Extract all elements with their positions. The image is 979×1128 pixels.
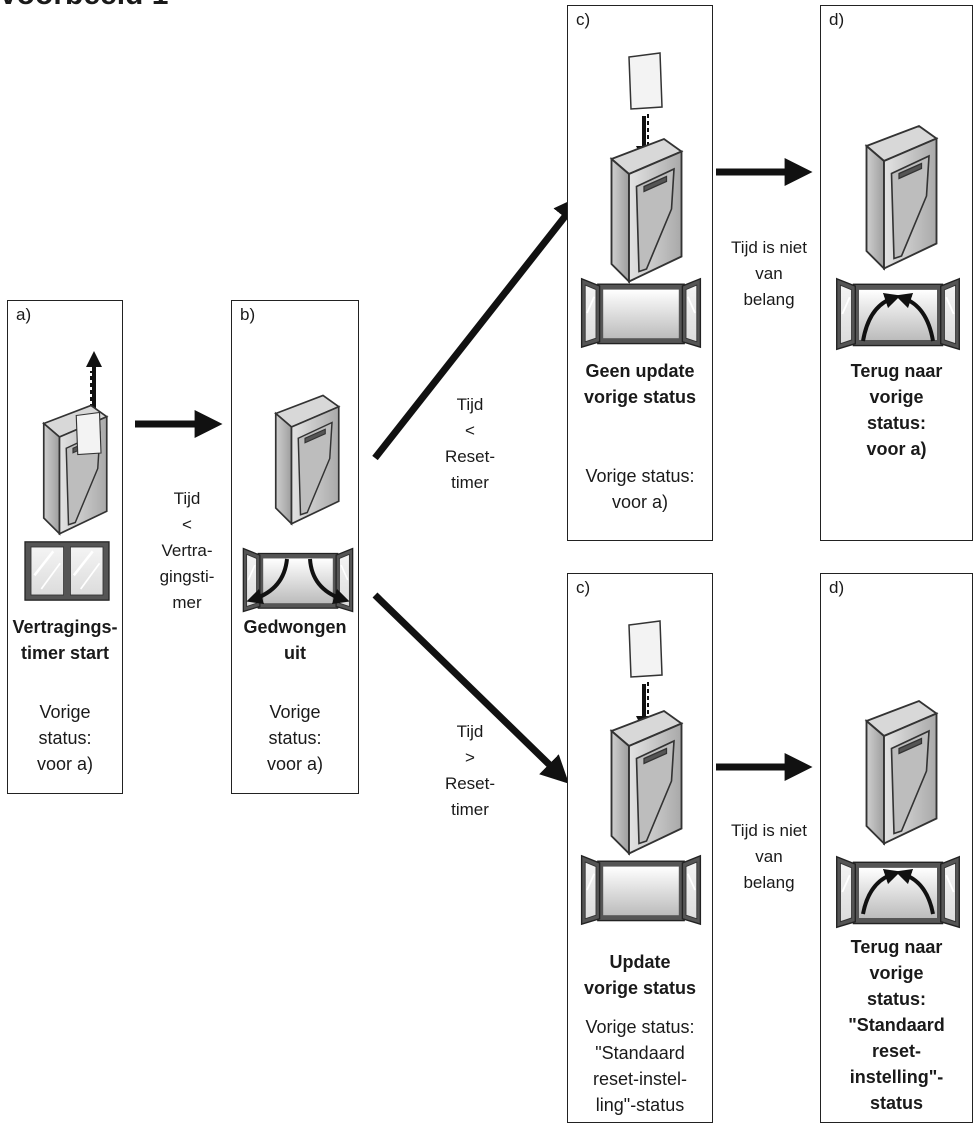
panel-b-illustration	[242, 394, 354, 613]
panel-b: b) Gedwongen uit Vorige status: voor a)	[231, 300, 359, 794]
key-card-icon	[75, 411, 102, 456]
key-card-switch-icon	[865, 700, 938, 845]
panel-b-title: Gedwongen uit	[243, 617, 347, 663]
panel-d2-label: d)	[829, 578, 845, 597]
panel-d2-illustration	[835, 700, 961, 929]
panel-d1-label: d)	[829, 10, 845, 29]
key-card-switch-icon	[610, 138, 683, 283]
panel-a: a) Vertragings- timer start Vorige statu…	[7, 300, 123, 794]
flow-arrow-b-c2	[372, 592, 570, 784]
open-left-arrow-icon	[246, 558, 289, 605]
panel-a-illustration	[24, 351, 110, 601]
flow-arrow-b-c1	[372, 195, 582, 461]
window-open-icon	[242, 547, 354, 613]
page-title: voorbeeld 1	[0, 0, 168, 12]
panel-a-label: a)	[16, 305, 32, 324]
panel-c2: c) Update vorige status Vorige status: "…	[567, 573, 713, 1123]
close-right-arrow-icon	[895, 292, 935, 342]
flow-label-b-c2: Tijd > Reset- timer	[444, 722, 496, 819]
open-right-arrow-icon	[308, 558, 350, 605]
flow-label-c1-d1: Tijd is niet van belang	[731, 238, 807, 309]
panel-c2-label: c)	[576, 578, 591, 597]
flow-label-c2-d2: Tijd is niet van belang	[731, 821, 807, 892]
key-card-icon	[628, 52, 663, 110]
window-closed-icon	[24, 541, 110, 601]
window-open-icon	[580, 854, 702, 926]
window-open-icon	[580, 277, 702, 349]
panel-d1-title: Terug naar vorige status: voor a)	[850, 361, 943, 459]
panel-c1-illustration	[580, 52, 702, 349]
flow-label-a-b: Tijd < Vertra- gingsti- mer	[159, 489, 215, 612]
key-card-switch-icon	[610, 710, 683, 855]
window-open-icon	[835, 277, 961, 351]
panel-d2: d) Terug naar vorige status: "Standaard …	[820, 573, 973, 1123]
window-open-icon	[835, 855, 961, 929]
panel-d1: d) Terug naar vorige status: voor a)	[820, 5, 973, 541]
panel-d2-title: Terug naar vorige status: "Standaard res…	[848, 937, 945, 1113]
close-left-arrow-icon	[861, 292, 901, 342]
panel-c2-illustration	[580, 620, 702, 926]
panel-c1-title: Geen update vorige status	[583, 361, 697, 407]
panel-c2-note: Vorige status: "Standaard reset-instel- …	[585, 1017, 695, 1115]
close-left-arrow-icon	[861, 868, 901, 915]
panel-d1-illustration	[835, 125, 961, 351]
panel-b-note: Vorige status: voor a)	[266, 702, 324, 774]
key-card-switch-icon	[274, 394, 340, 525]
flow-label-b-c1: Tijd < Reset- timer	[444, 395, 496, 492]
panel-b-label: b)	[240, 305, 256, 324]
key-card-switch-icon	[865, 125, 938, 270]
panel-c2-title: Update vorige status	[583, 952, 697, 998]
key-card-icon	[628, 620, 663, 678]
close-right-arrow-icon	[895, 868, 935, 915]
panel-c1: c) Geen update vorige status Vorige stat…	[567, 5, 713, 541]
panel-c1-note: Vorige status: voor a)	[585, 466, 695, 512]
panel-a-title: Vertragings- timer start	[12, 617, 118, 663]
panel-c1-label: c)	[576, 10, 591, 29]
panel-a-note: Vorige status: voor a)	[36, 702, 94, 774]
